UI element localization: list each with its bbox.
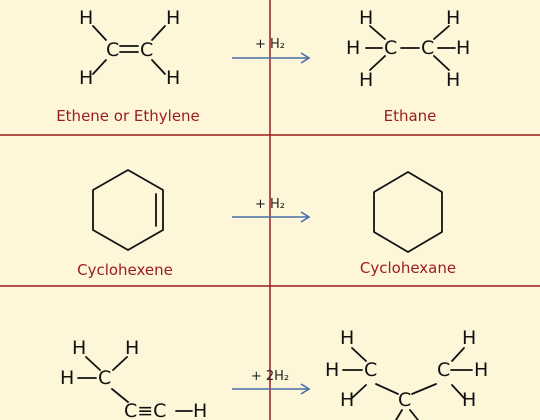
reaction-arrow (232, 383, 311, 395)
reactant-name: Cyclohexene (77, 261, 173, 279)
reagent-label: + H₂ (255, 197, 285, 212)
cyclohexene-structure (92, 169, 164, 251)
atom-h: H (166, 7, 180, 29)
atom-h: H (462, 389, 476, 411)
atom-h: H (60, 367, 74, 389)
product-name: Ethane (384, 107, 437, 125)
atom-h: H (359, 69, 373, 91)
atom-h: H (325, 359, 339, 381)
atom-h: H (446, 69, 460, 91)
atom-h: H (346, 37, 360, 59)
atom-h: H (72, 337, 86, 359)
atom-c: C (98, 367, 111, 389)
atom-c: C (364, 359, 377, 381)
atom-h: H (340, 327, 354, 349)
atom-c: C (398, 389, 411, 411)
atom-h: H (446, 7, 460, 29)
cyclohexane-structure (373, 171, 443, 253)
atom-h: H (125, 337, 139, 359)
atom-h: H (462, 327, 476, 349)
reaction-arrow (232, 211, 311, 223)
alkyne-structure: H H H C C≡C H (60, 337, 207, 420)
atom-c: C (437, 359, 450, 381)
reagent-label: + H₂ (255, 37, 285, 52)
atom-c: C (106, 39, 119, 61)
atom-h: H (456, 37, 470, 59)
atom-h: H (166, 67, 180, 89)
atom-h: H (79, 67, 93, 89)
atom-c: C (421, 37, 434, 59)
atom-c-triple-c: C≡C (124, 400, 166, 420)
atom-h: H (193, 400, 207, 420)
product-name: Cyclohexane (360, 259, 456, 277)
atom-h: H (79, 7, 93, 29)
ethene-structure: H H H H C C (79, 7, 180, 89)
atom-h: H (359, 7, 373, 29)
atom-h: H (474, 359, 488, 381)
atom-c: C (384, 37, 397, 59)
atom-c: C (140, 39, 153, 61)
reactant-name: Ethene or Ethylene (56, 107, 200, 125)
atom-h: H (340, 389, 354, 411)
reagent-label: + 2H₂ (251, 369, 289, 384)
ethane-structure: H H H C C H H H (346, 7, 470, 91)
alkane-structure: H H C H C H C H H (325, 327, 488, 420)
reaction-arrow (232, 52, 311, 64)
